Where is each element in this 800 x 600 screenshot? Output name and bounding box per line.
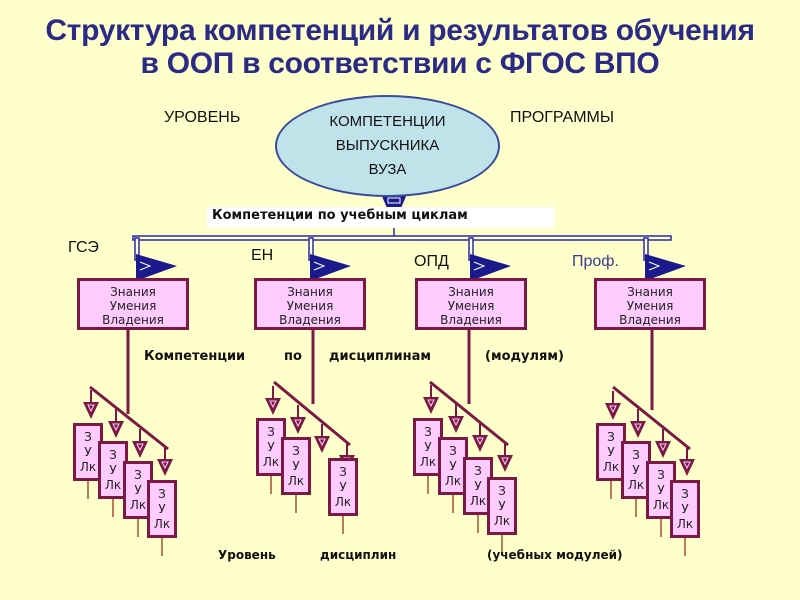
box-mastery: Владения — [279, 313, 341, 327]
card-mastery: Лк — [652, 498, 670, 512]
graduate-competencies-node: КОМПЕТЕНЦИИ ВЫПУСКНИКА ВУЗА — [275, 95, 500, 197]
card-skills: У — [607, 445, 615, 459]
card-knowledge: З — [267, 425, 275, 439]
card-skills: У — [449, 459, 457, 473]
card-knowledge: З — [109, 448, 117, 462]
card-knowledge: З — [339, 465, 347, 479]
cycle-box-prof: Знания Умения Владения — [594, 278, 706, 330]
card-mastery: Лк — [419, 455, 437, 469]
box-knowledge: Знания — [110, 285, 156, 299]
card-skills: У — [267, 440, 275, 454]
cycles-label: Компетенции по учебным циклам — [212, 208, 468, 223]
branch-line-opd — [429, 380, 509, 447]
cycles-label-band — [207, 207, 554, 228]
card-skills: У — [292, 459, 300, 473]
arrow-icon-1 — [136, 254, 177, 281]
card-skills: У — [681, 502, 689, 516]
cycle-label-opd: ОПД — [414, 253, 449, 270]
branch-line-prof — [612, 385, 691, 451]
card-mastery: Лк — [334, 495, 352, 509]
card-skills: У — [134, 483, 142, 497]
card-skills: У — [109, 463, 117, 477]
bottom-label-w1: Уровень — [218, 548, 276, 562]
ellipse-line-3: ВУЗА — [368, 161, 407, 178]
card-mastery: Лк — [104, 478, 122, 492]
cycle-arrows — [136, 254, 686, 281]
arrow-icon-4 — [645, 254, 686, 281]
card-knowledge: З — [134, 468, 142, 482]
disciplines-label-w1: Компетенции — [144, 349, 246, 364]
box-skills: Умения — [447, 299, 495, 313]
bottom-label-w3: (учебных модулей) — [487, 548, 623, 562]
title-line-2: в ООП в соответствии с ФГОС ВПО — [140, 47, 660, 80]
card-mastery: Лк — [627, 478, 645, 492]
cycle-box-gse: Знания Умения Владения — [77, 278, 189, 330]
box-knowledge: Знания — [448, 285, 494, 299]
ellipse-line-1: КОМПЕТЕНЦИИ — [329, 113, 446, 130]
cycle-box-opd: Знания Умения Владения — [415, 278, 527, 330]
card-skills: У — [657, 483, 665, 497]
box-mastery: Владения — [619, 313, 681, 327]
card-skills: У — [632, 463, 640, 477]
card-knowledge: З — [632, 448, 640, 462]
box-knowledge: Знания — [627, 285, 673, 299]
card-mastery: Лк — [469, 494, 487, 508]
branch-line-gse — [89, 385, 169, 451]
card-mastery: Лк — [444, 474, 462, 488]
card-knowledge: З — [292, 444, 300, 458]
bottom-label-w2: дисциплин — [320, 548, 397, 562]
branch-line-en — [273, 380, 351, 447]
program-label: ПРОГРАММЫ — [510, 109, 615, 126]
card-mastery: Лк — [602, 460, 620, 474]
box-mastery: Владения — [440, 313, 502, 327]
card-mastery: Лк — [676, 517, 694, 531]
card-mastery: Лк — [262, 455, 280, 469]
box-skills: Умения — [286, 299, 334, 313]
arrow-icon-2 — [310, 254, 351, 281]
card-skills: У — [424, 440, 432, 454]
card-skills: У — [158, 502, 166, 516]
card-skills: У — [339, 480, 347, 494]
card-knowledge: З — [474, 464, 482, 478]
box-mastery: Владения — [102, 313, 164, 327]
card-mastery: Лк — [287, 474, 305, 488]
card-knowledge: З — [84, 430, 92, 444]
card-knowledge: З — [607, 430, 615, 444]
card-skills: У — [474, 479, 482, 493]
arrow-icon-3 — [470, 254, 511, 281]
cycle-label-prof: Проф. — [572, 253, 619, 270]
box-skills: Умения — [109, 299, 157, 313]
card-knowledge: З — [681, 487, 689, 501]
disciplines-label-w4: (модулям) — [485, 349, 564, 364]
slide-title: Структура компетенций и результатов обуч… — [0, 14, 800, 80]
card-knowledge: З — [498, 484, 506, 498]
card-mastery: Лк — [153, 517, 171, 531]
level-label: УРОВЕНЬ — [164, 109, 241, 126]
disciplines-label-w3: дисциплинам — [329, 349, 432, 364]
title-line-1: Структура компетенций и результатов обуч… — [45, 14, 755, 47]
card-skills: У — [84, 445, 92, 459]
card-knowledge: З — [657, 468, 665, 482]
cycles-bus — [132, 235, 672, 241]
card-skills: У — [498, 499, 506, 513]
card-knowledge: З — [158, 487, 166, 501]
box-knowledge: Знания — [287, 285, 333, 299]
card-knowledge: З — [424, 425, 432, 439]
ellipse-line-2: ВЫПУСКНИКА — [335, 137, 440, 154]
cycle-label-en: ЕН — [251, 247, 274, 264]
disciplines-label-w2: по — [284, 349, 302, 364]
cycle-label-gse: ГСЭ — [68, 239, 99, 256]
card-mastery: Лк — [129, 498, 147, 512]
cycle-box-en: Знания Умения Владения — [254, 278, 366, 330]
card-mastery: Лк — [493, 514, 511, 528]
card-mastery: Лк — [79, 460, 97, 474]
box-skills: Умения — [626, 299, 674, 313]
card-knowledge: З — [449, 444, 457, 458]
